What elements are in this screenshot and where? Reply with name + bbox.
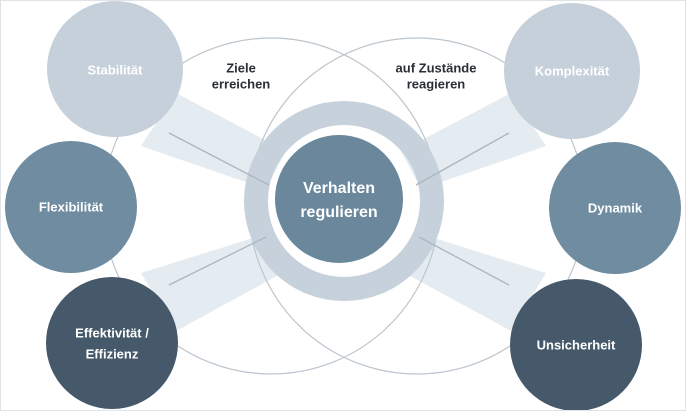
label-auf-zustaende: auf Zustände	[396, 60, 477, 75]
center-node	[275, 135, 403, 263]
node-komplexitaet	[504, 3, 640, 139]
center-ring	[244, 101, 444, 301]
node-unsicherheit-label: Unsicherheit	[537, 337, 616, 352]
label-ziele: Ziele	[226, 60, 256, 75]
band-left-upper	[141, 93, 286, 189]
node-dynamik-label: Dynamik	[588, 200, 643, 215]
node-komplexitaet-label: Komplexität	[535, 63, 610, 78]
node-dynamik	[549, 142, 681, 274]
node-effektivitaet	[46, 277, 178, 409]
node-flexibilitaet-label: Flexibilität	[39, 199, 104, 214]
connector-stabilitaet	[168, 132, 270, 186]
center-label-line2: regulieren	[300, 204, 377, 221]
band-left-lower	[141, 234, 286, 331]
connector-komplexitaet	[415, 132, 510, 186]
node-stabilitaet-label: Stabilität	[88, 62, 144, 77]
node-effektivitaet-label-line1: Effektivität /	[75, 325, 149, 340]
node-effektivitaet-label-line2: Effizienz	[86, 346, 139, 361]
connector-effektivitaet	[168, 236, 267, 286]
node-unsicherheit	[510, 279, 642, 410]
label-erreichen: erreichen	[212, 76, 271, 91]
label-reagieren: reagieren	[407, 76, 466, 91]
node-flexibilitaet	[5, 141, 137, 273]
band-right-lower	[401, 234, 546, 331]
center-label-line1: Verhalten	[303, 180, 375, 197]
connector-unsicherheit	[418, 236, 510, 286]
node-stabilitaet	[47, 1, 183, 137]
